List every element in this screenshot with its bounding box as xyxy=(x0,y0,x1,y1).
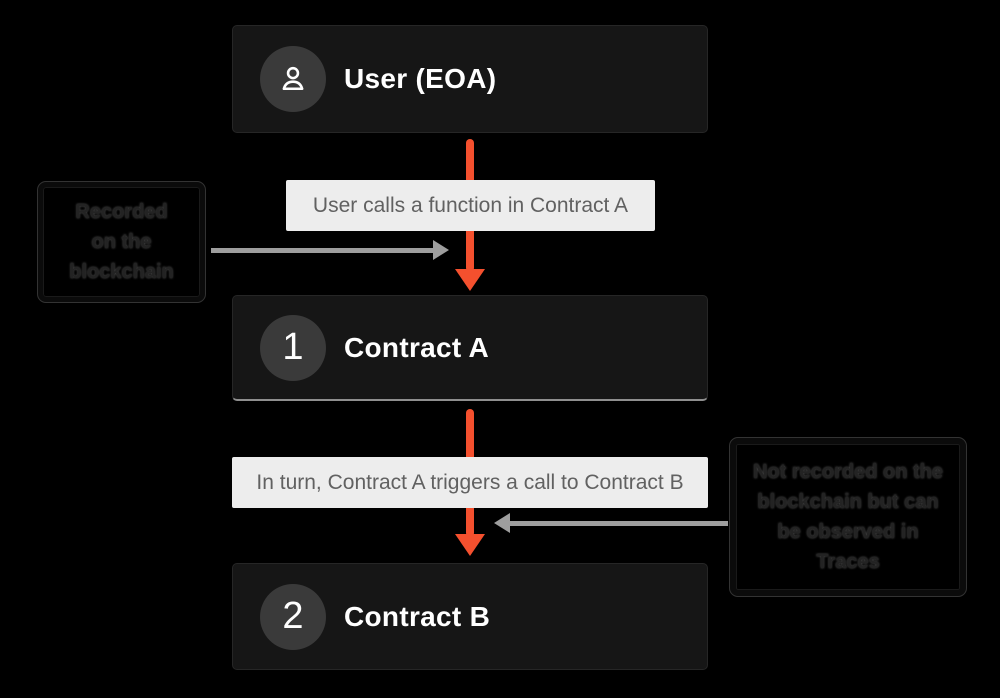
node-title-contract-a: Contract A xyxy=(344,331,490,363)
step-badge-1: 1 xyxy=(260,314,326,381)
annotation-left-line: on the xyxy=(91,231,152,253)
annotation-right-line: Not recorded on the xyxy=(752,461,943,483)
annotation-arrowhead-right xyxy=(494,513,510,533)
node-title-user: User (EOA) xyxy=(344,63,497,94)
annotation-arrow-left xyxy=(211,248,433,253)
annotation-not-recorded-traces: Not recorded on the blockchain but can b… xyxy=(729,437,967,597)
flow-arrowhead-a-to-b xyxy=(455,534,485,556)
annotation-arrowhead-left xyxy=(433,240,449,260)
annotation-right-line: be observed in xyxy=(777,521,919,543)
annotation-right-line: Traces xyxy=(816,551,880,573)
edge-label-a-to-b: In turn, Contract A triggers a call to C… xyxy=(232,457,708,508)
edge-label-user-to-a: User calls a function in Contract A xyxy=(286,180,655,231)
annotation-recorded-on-blockchain: Recorded on the blockchain xyxy=(37,181,206,303)
user-icon xyxy=(275,61,311,97)
user-avatar-circle xyxy=(260,46,326,112)
annotation-left-line: Recorded xyxy=(75,201,168,223)
annotation-arrow-right xyxy=(510,521,728,526)
node-user-eoa: User (EOA) xyxy=(232,25,708,133)
flow-arrowhead-user-to-a xyxy=(455,269,485,291)
annotation-right-line: blockchain but can xyxy=(757,491,939,513)
node-contract-b: 2 Contract B xyxy=(232,563,708,670)
annotation-left-line: blockchain xyxy=(69,261,174,283)
node-contract-a: 1 Contract A xyxy=(232,295,708,401)
node-title-contract-b: Contract B xyxy=(344,600,491,632)
step-badge-2: 2 xyxy=(260,583,326,650)
